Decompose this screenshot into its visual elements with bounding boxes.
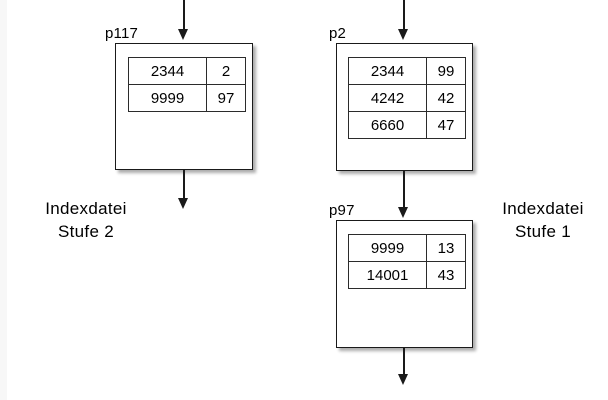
table-row: 4242 42 bbox=[348, 84, 466, 112]
pointer-cell: 47 bbox=[426, 111, 466, 139]
key-cell: 14001 bbox=[348, 261, 427, 289]
key-cell: 4242 bbox=[348, 84, 427, 112]
table-row: 9999 13 bbox=[348, 234, 466, 262]
key-cell: 9999 bbox=[128, 84, 207, 112]
arrow-out-of-p97-head bbox=[398, 374, 408, 385]
arrow-into-p117-head bbox=[178, 29, 188, 40]
caption-right-line2: Stufe 1 bbox=[515, 222, 571, 241]
node-table-p117: 2344 2 9999 97 bbox=[128, 57, 246, 112]
page-edge-strip bbox=[0, 0, 7, 400]
pointer-cell: 43 bbox=[426, 261, 466, 289]
caption-indexdatei-stufe-1: Indexdatei Stufe 1 bbox=[487, 197, 599, 243]
arrow-into-p117-line bbox=[183, 0, 185, 31]
node-table-p97: 9999 13 14001 43 bbox=[348, 234, 466, 289]
table-row: 2344 2 bbox=[128, 57, 246, 85]
pointer-cell: 2 bbox=[206, 57, 246, 85]
table-row: 9999 97 bbox=[128, 84, 246, 112]
table-row: 2344 99 bbox=[348, 57, 466, 85]
pointer-cell: 13 bbox=[426, 234, 466, 262]
arrow-out-of-p117-head bbox=[178, 198, 188, 209]
table-row: 14001 43 bbox=[348, 261, 466, 289]
node-label-p97: p97 bbox=[329, 202, 355, 219]
arrow-out-of-p97-line bbox=[403, 348, 405, 376]
caption-left-line1: Indexdatei bbox=[45, 199, 127, 218]
key-cell: 2344 bbox=[128, 57, 207, 85]
caption-left-line2: Stufe 2 bbox=[58, 222, 114, 241]
arrow-into-p2-line bbox=[403, 0, 405, 31]
arrow-p2-to-p97-line bbox=[403, 171, 405, 209]
caption-right-line1: Indexdatei bbox=[502, 199, 584, 218]
arrow-p2-to-p97-head bbox=[398, 207, 408, 218]
key-cell: 9999 bbox=[348, 234, 427, 262]
arrow-into-p2-head bbox=[398, 29, 408, 40]
pointer-cell: 99 bbox=[426, 57, 466, 85]
key-cell: 6660 bbox=[348, 111, 427, 139]
key-cell: 2344 bbox=[348, 57, 427, 85]
table-row: 6660 47 bbox=[348, 111, 466, 139]
node-table-p2: 2344 99 4242 42 6660 47 bbox=[348, 57, 466, 139]
caption-indexdatei-stufe-2: Indexdatei Stufe 2 bbox=[12, 197, 160, 243]
node-label-p117: p117 bbox=[105, 25, 139, 42]
pointer-cell: 97 bbox=[206, 84, 246, 112]
pointer-cell: 42 bbox=[426, 84, 466, 112]
node-label-p2: p2 bbox=[329, 25, 347, 42]
arrow-out-of-p117-line bbox=[183, 170, 185, 200]
